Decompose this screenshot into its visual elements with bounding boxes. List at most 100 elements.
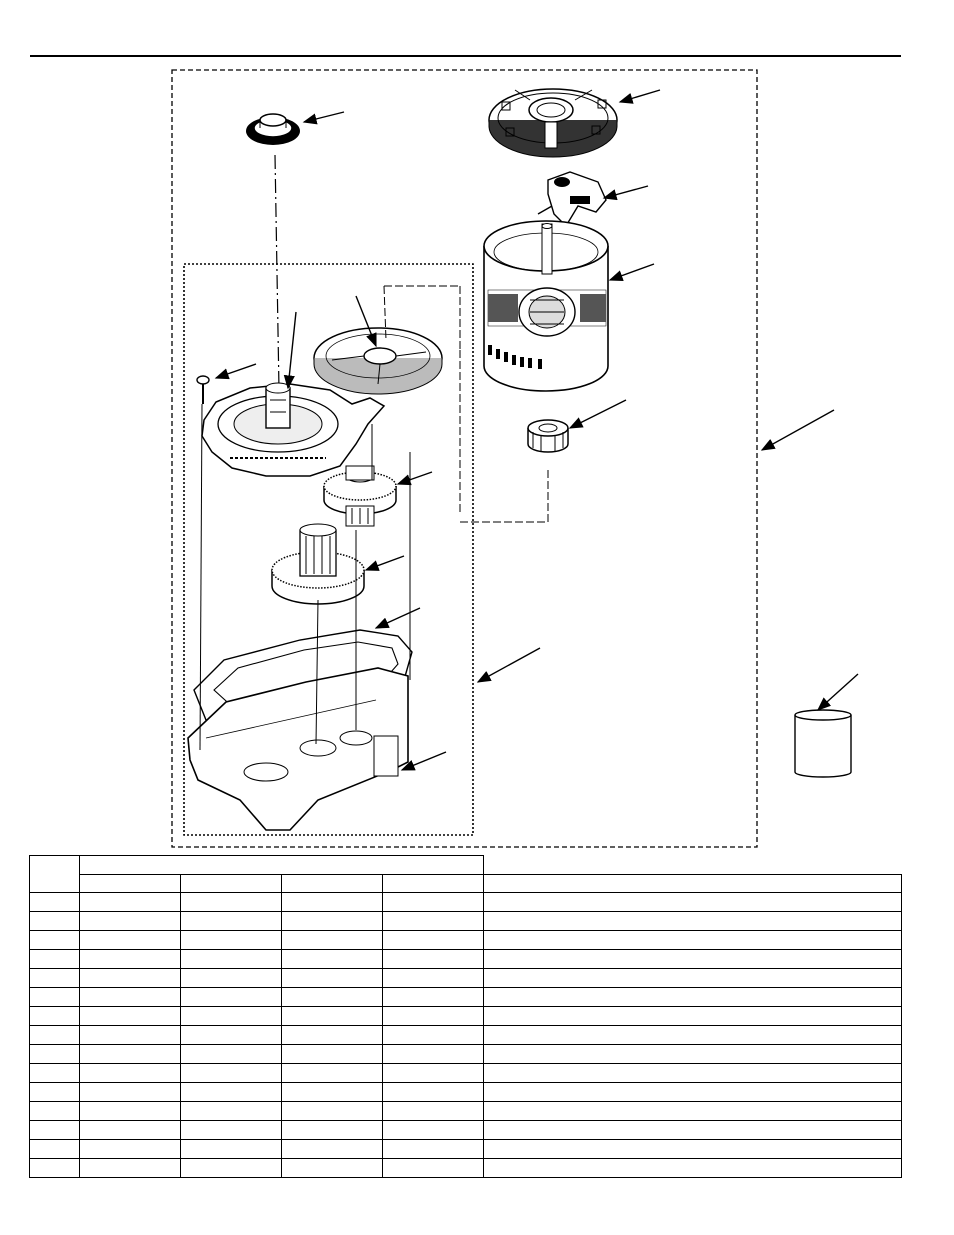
table-row xyxy=(29,968,902,988)
table-cell-c2 xyxy=(180,892,282,912)
table-cell-item xyxy=(29,1082,80,1102)
table-cell-c2 xyxy=(180,987,282,1007)
table-cell-item xyxy=(29,911,80,931)
intermediate-gear-icon xyxy=(323,465,397,527)
table-cell-description xyxy=(483,968,902,988)
exploded-parts-diagram xyxy=(171,69,859,848)
table-cell-item xyxy=(29,1158,80,1178)
cover-plate-icon xyxy=(313,327,443,395)
table-row xyxy=(29,1063,902,1083)
table-cell-c2 xyxy=(180,911,282,931)
table-cell-c2 xyxy=(180,949,282,969)
table-cell-c1 xyxy=(79,1006,181,1026)
leader-screw xyxy=(214,363,257,380)
table-cell-c1 xyxy=(79,1158,181,1178)
table-cell-c4 xyxy=(382,1101,484,1121)
table-cell-description xyxy=(483,1006,902,1026)
table-cell-item xyxy=(29,1063,80,1083)
table-cell-c2 xyxy=(180,930,282,950)
table-subheader-row xyxy=(30,874,902,893)
screw-icon xyxy=(196,375,210,404)
table-cell-c4 xyxy=(382,1006,484,1026)
table-cell-c1 xyxy=(79,1082,181,1102)
table-row xyxy=(29,1006,902,1026)
parts-list-table xyxy=(29,855,902,1178)
sub-column-header xyxy=(180,874,282,893)
table-cell-c4 xyxy=(382,892,484,912)
table-cell-item xyxy=(29,1044,80,1064)
leader-end-cap xyxy=(618,89,661,104)
leader-output-gear xyxy=(364,555,405,571)
table-cell-description xyxy=(483,930,902,950)
table-cell-c3 xyxy=(281,1120,383,1140)
table-cell-c3 xyxy=(281,911,383,931)
leader-cover-plate xyxy=(355,295,377,348)
table-cell-c1 xyxy=(79,1025,181,1045)
table-cell-c3 xyxy=(281,1158,383,1178)
table-cell-description xyxy=(483,1025,902,1045)
table-cell-c3 xyxy=(281,892,383,912)
table-header-row xyxy=(29,855,902,893)
group-column-header xyxy=(79,855,484,875)
table-cell-c3 xyxy=(281,1082,383,1102)
item-column-header xyxy=(29,855,80,893)
table-cell-c2 xyxy=(180,1006,282,1026)
table-cell-c2 xyxy=(180,1101,282,1121)
sub-column-header xyxy=(281,874,383,893)
table-row xyxy=(29,1139,902,1159)
table-cell-item xyxy=(29,930,80,950)
table-cell-item xyxy=(29,1139,80,1159)
shaft-icon xyxy=(265,382,291,429)
table-cell-c1 xyxy=(79,949,181,969)
table-cell-description xyxy=(483,1101,902,1121)
table-row xyxy=(29,1101,902,1121)
table-row xyxy=(29,1082,902,1102)
leader-intermediate-gear xyxy=(396,471,433,486)
table-cell-item xyxy=(29,1101,80,1121)
table-cell-description xyxy=(483,1082,902,1102)
leader-gear-case xyxy=(400,751,447,771)
table-cell-c3 xyxy=(281,1139,383,1159)
table-row xyxy=(29,1044,902,1064)
table-cell-description xyxy=(483,892,902,912)
table-cell-c3 xyxy=(281,949,383,969)
table-cell-item xyxy=(29,987,80,1007)
table-cell-c2 xyxy=(180,1025,282,1045)
table-cell-c4 xyxy=(382,930,484,950)
leader-brush-holder xyxy=(602,185,649,201)
table-cell-c3 xyxy=(281,1006,383,1026)
brush-holder-icon xyxy=(537,171,607,228)
bearing-icon xyxy=(527,419,569,453)
table-cell-c1 xyxy=(79,1044,181,1064)
table-cell-c1 xyxy=(79,1120,181,1140)
table-row xyxy=(29,949,902,969)
table-row xyxy=(29,1025,902,1045)
table-cell-c2 xyxy=(180,1082,282,1102)
table-cell-description xyxy=(483,1044,902,1064)
seal-ring-icon xyxy=(246,113,300,145)
assembly-frame xyxy=(171,69,758,848)
table-row xyxy=(29,987,902,1007)
assembly-guide-lines xyxy=(199,285,549,751)
table-cell-c1 xyxy=(79,1101,181,1121)
table-cell-c2 xyxy=(180,1120,282,1140)
leader-shaft xyxy=(283,311,297,390)
table-cell-c3 xyxy=(281,930,383,950)
table-cell-c4 xyxy=(382,1063,484,1083)
table-cell-description xyxy=(483,1139,902,1159)
table-cell-item xyxy=(29,1120,80,1140)
table-cell-c3 xyxy=(281,968,383,988)
leader-sleeve xyxy=(816,673,859,711)
diagram-canvas xyxy=(171,69,859,848)
table-cell-c4 xyxy=(382,987,484,1007)
table-cell-item xyxy=(29,968,80,988)
table-cell-c1 xyxy=(79,987,181,1007)
table-cell-c1 xyxy=(79,1063,181,1083)
table-row xyxy=(29,1120,902,1140)
table-cell-c1 xyxy=(79,892,181,912)
leader-motor-housing xyxy=(608,263,655,281)
table-cell-c4 xyxy=(382,1025,484,1045)
table-cell-c4 xyxy=(382,1158,484,1178)
table-cell-item xyxy=(29,1006,80,1026)
header-rule xyxy=(30,55,901,57)
